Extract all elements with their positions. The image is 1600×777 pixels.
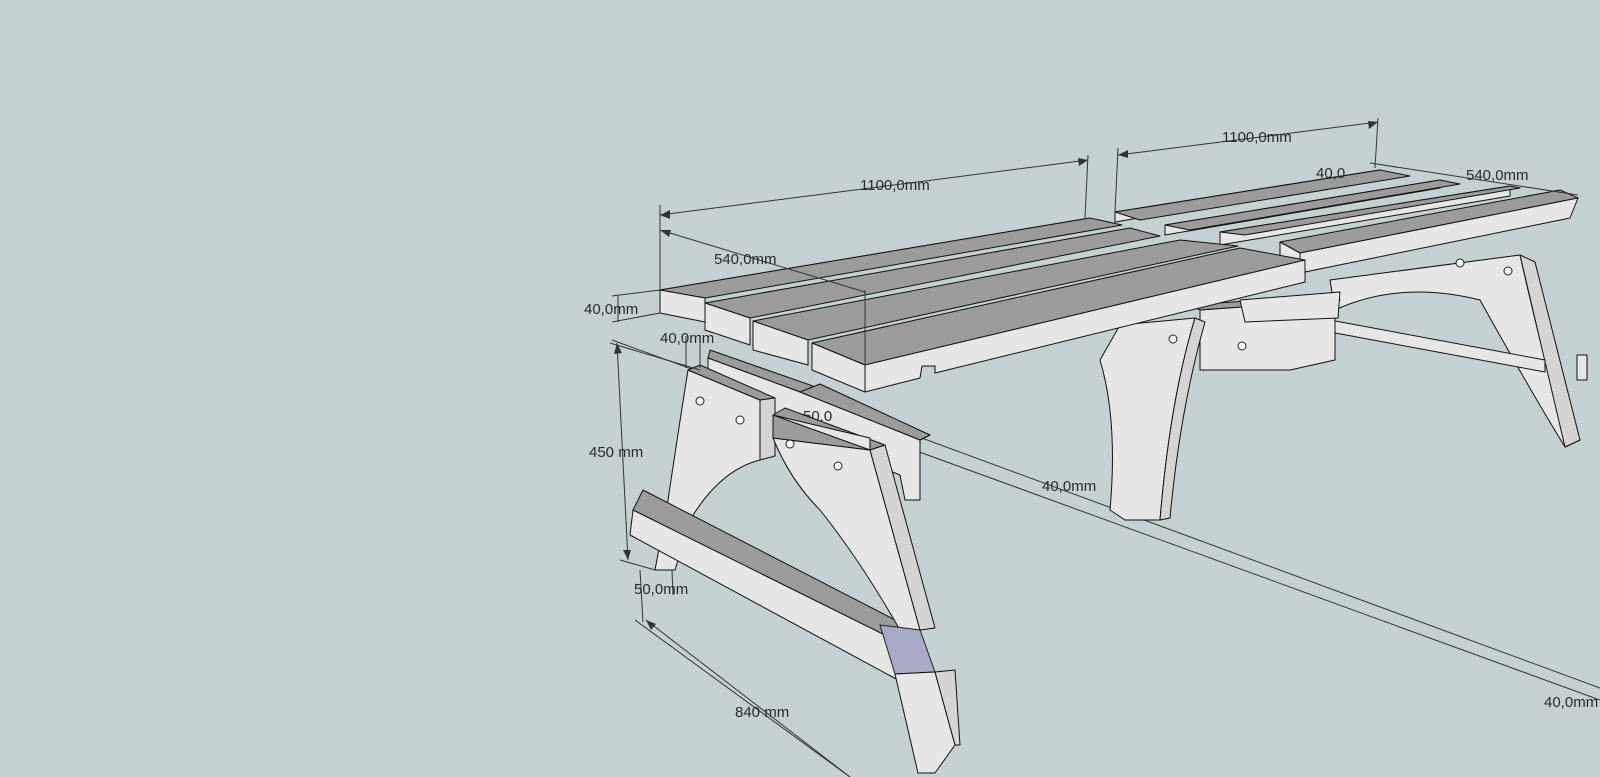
dimension-leg-height: 450 mm [589,444,643,461]
dimension-front-length: 1100,0mm [860,177,930,194]
dimension-far-rail: 40,0mm [1544,694,1598,711]
dimension-back-thickness: 40,0 [1316,165,1345,182]
dimension-back-length: 1100,0mm [1222,129,1292,146]
front-leg-right[interactable] [772,407,961,774]
base-rail[interactable] [629,489,906,681]
dimension-front-width: 540,0mm [714,251,777,268]
dimension-labels: 1100,0mm 1100,0mm 540,0mm 540,0mm 40,0 4… [584,129,1598,721]
back-table[interactable] [1114,169,1588,448]
dimension-base-length: 840 mm [735,704,789,721]
dimension-bench-thickness: 40,0mm [660,330,714,347]
dimension-top-thickness: 40,0mm [584,301,638,318]
dimension-leg-offset: 50,0mm [634,581,688,598]
dimension-annotations [609,117,1579,777]
middle-leg[interactable] [1099,317,1206,521]
front-table-top[interactable] [659,217,1306,393]
dimension-back-width: 540,0mm [1466,167,1529,184]
dimension-long-rail: 40,0mm [1042,478,1096,495]
